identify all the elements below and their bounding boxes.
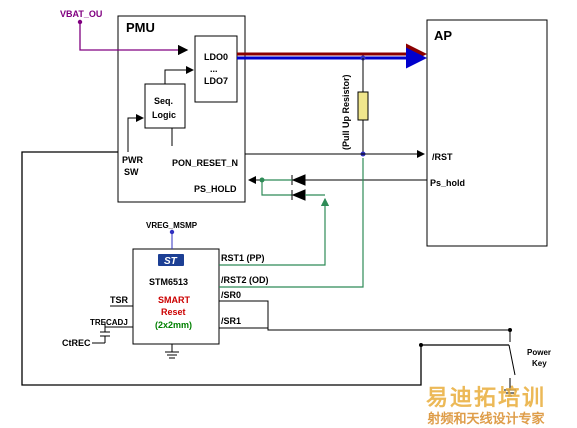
- diode-1: [291, 174, 306, 186]
- st-logo: [158, 254, 184, 266]
- rst2-wire: [219, 158, 364, 288]
- ctrec-label: CtREC: [62, 338, 91, 348]
- chip-smart: SMART: [158, 295, 190, 305]
- diode-2-wire: [261, 180, 292, 196]
- rst2-label: /RST2 (OD): [221, 275, 269, 285]
- seq-to-ldo-wire: [164, 66, 194, 84]
- vreg-terminal: [169, 229, 175, 235]
- chip-ground-symbol: [165, 344, 179, 359]
- vbat-terminal: [77, 19, 83, 25]
- ldo-label-bottom: LDO7: [204, 76, 228, 86]
- ldo-label-dots: ...: [210, 64, 218, 74]
- vbat-wire: [79, 22, 189, 56]
- power-key-loop-wire: [21, 151, 509, 386]
- seq-label-2: Logic: [152, 110, 176, 120]
- ap-rst-label: /RST: [432, 152, 453, 162]
- power-key-switch: [508, 330, 516, 390]
- pmu-title: PMU: [126, 20, 155, 35]
- ap-title: AP: [434, 28, 452, 43]
- vbat-label: VBAT_OU: [60, 9, 102, 19]
- seq-logic-block: [144, 83, 186, 129]
- pwrsw-to-seq-wire: [127, 114, 144, 152]
- trec-label: TRECADJ: [90, 318, 128, 327]
- pullup-label: (Pull Up Resistor): [341, 74, 351, 150]
- chip-reset: Reset: [161, 307, 186, 317]
- st-logo-text: ST: [164, 256, 178, 267]
- ap-block: [426, 19, 548, 247]
- watermark-subtitle: 射频和天线设计专家: [427, 412, 545, 427]
- tsr-label: TSR: [110, 295, 129, 305]
- pullup-resistor: [357, 91, 369, 121]
- rst1-label: RST1 (PP): [221, 253, 265, 263]
- pwr-sw-label-1: PWR: [122, 155, 143, 165]
- chip-size: (2x2mm): [155, 320, 192, 330]
- chip-name: STM6513: [149, 277, 188, 287]
- ps-hold-label: PS_HOLD: [194, 184, 237, 194]
- power-key-label-1: Power: [527, 348, 551, 357]
- loop-junction-node: [419, 343, 423, 347]
- ldo-label-top: LDO0: [204, 52, 228, 62]
- diode-2: [291, 189, 306, 201]
- watermark: 易迪拓培训 射频和天线设计专家: [398, 380, 574, 427]
- rst1-wire: [219, 197, 330, 266]
- pon-reset-label: PON_RESET_N: [172, 158, 238, 168]
- seq-label-1: Seq.: [154, 96, 173, 106]
- sr1-label: /SR1: [221, 316, 241, 326]
- power-key-ground-symbol: [504, 389, 516, 397]
- power-key-label-2: Key: [532, 359, 547, 368]
- vreg-label: VREG_MSMP: [146, 221, 198, 230]
- sr0-wire: [219, 300, 510, 331]
- ap-pshold-label: Ps_hold: [430, 178, 465, 188]
- pwr-sw-label-2: SW: [124, 167, 139, 177]
- ldo-block: [194, 35, 238, 103]
- ctrec-capacitor: [100, 322, 110, 343]
- watermark-title: 易迪拓培训: [425, 386, 546, 411]
- sr0-label: /SR0: [221, 290, 241, 300]
